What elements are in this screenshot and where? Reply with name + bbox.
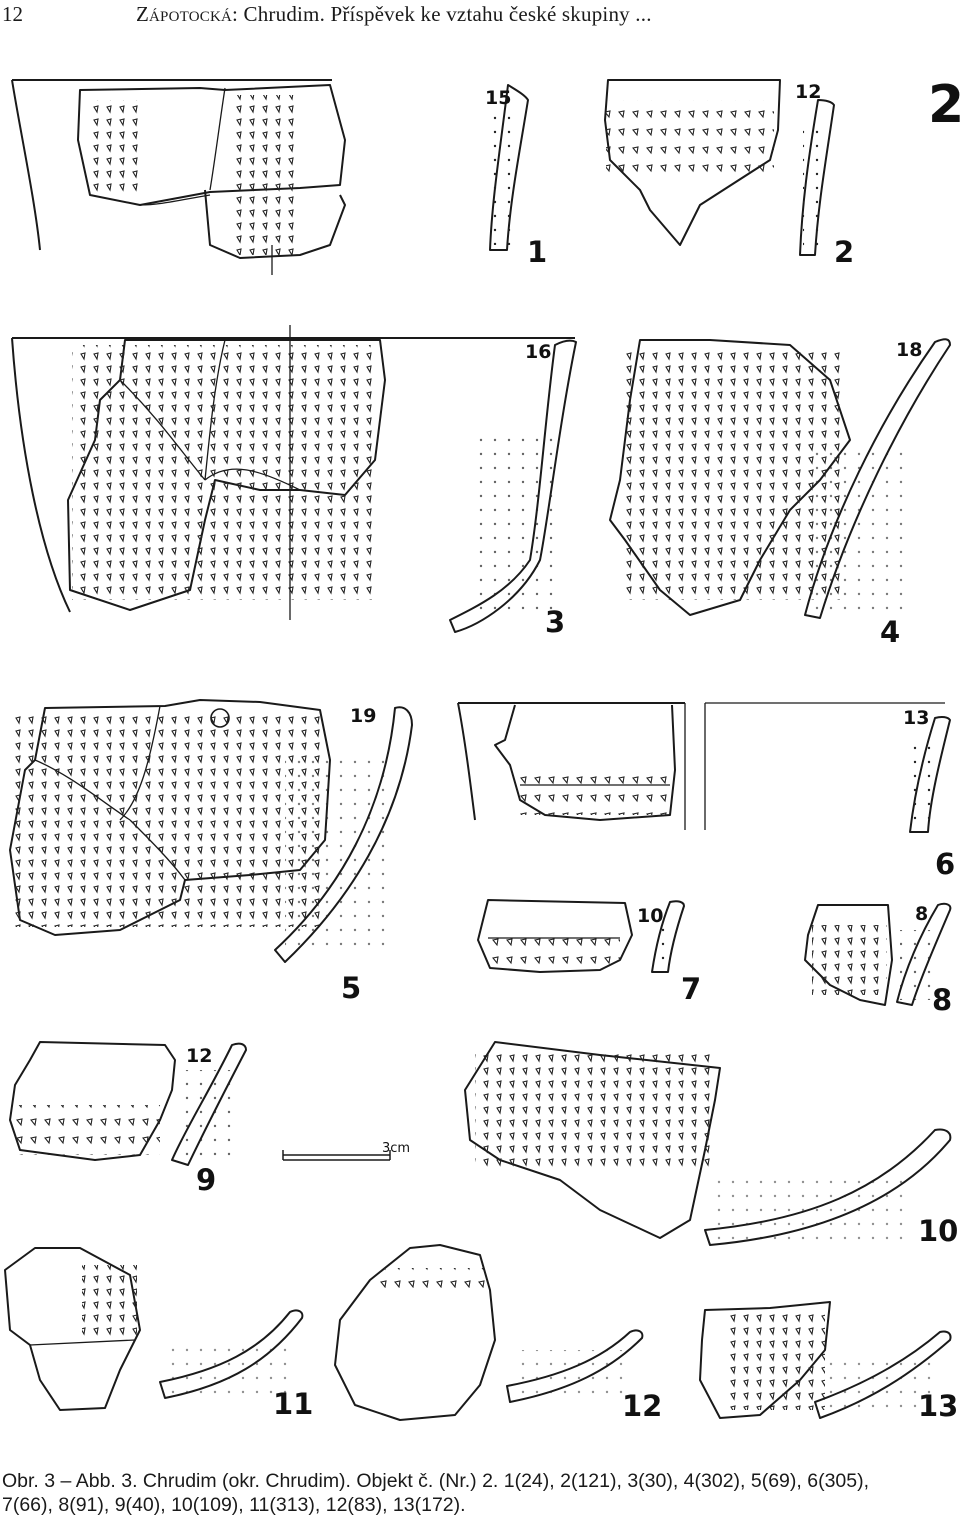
fig-6-profile-number: 13 bbox=[903, 707, 929, 729]
profile-6 bbox=[909, 715, 951, 833]
fragment-11 bbox=[4, 1247, 141, 1411]
fragment-3 bbox=[11, 325, 575, 620]
fig-5-label: 5 bbox=[341, 971, 361, 1005]
profile-4 bbox=[804, 338, 951, 619]
profile-8 bbox=[896, 902, 952, 1006]
fig-6-label: 6 bbox=[935, 847, 955, 881]
caption-line-1: Obr. 3 – Abb. 3. Chrudim (okr. Chrudim).… bbox=[2, 1470, 870, 1492]
fig-11-label: 11 bbox=[273, 1387, 313, 1421]
author-name: Zápotocká bbox=[136, 2, 233, 26]
fragment-9 bbox=[9, 1041, 176, 1161]
fig-13-label: 13 bbox=[918, 1389, 958, 1423]
fig-5-profile-number: 19 bbox=[350, 705, 376, 727]
fragment-4 bbox=[609, 339, 851, 616]
profile-9 bbox=[171, 1042, 247, 1166]
figure-caption: Obr. 3 – Abb. 3. Chrudim (okr. Chrudim).… bbox=[2, 1469, 958, 1517]
profile-13 bbox=[814, 1330, 952, 1419]
fig-4-label: 4 bbox=[880, 615, 900, 649]
fig-10-label: 10 bbox=[918, 1214, 958, 1248]
scale-bar bbox=[282, 1150, 391, 1161]
fragment-8 bbox=[804, 904, 893, 1006]
plate-drawing: 2 3cm 15 12 16 18 19 13 10 8 12 1 2 3 4 … bbox=[4, 75, 960, 1423]
profile-12 bbox=[506, 1329, 644, 1403]
fragment-6 bbox=[457, 702, 945, 830]
fig-8-profile-number: 8 bbox=[915, 903, 928, 925]
running-header: 12 Zápotocká: Chrudim. Příspěvek ke vzta… bbox=[0, 0, 960, 30]
profile-5 bbox=[274, 706, 413, 963]
fig-7-profile-number: 10 bbox=[637, 905, 663, 927]
fig-2-profile-number: 12 bbox=[795, 81, 821, 103]
fragment-13 bbox=[699, 1301, 831, 1419]
fragment-5 bbox=[9, 699, 331, 936]
fragment-12 bbox=[334, 1244, 496, 1421]
profile-1 bbox=[489, 84, 529, 251]
fig-3-label: 3 bbox=[545, 605, 565, 639]
fig-7-label: 7 bbox=[681, 972, 701, 1006]
fragment-7 bbox=[477, 899, 633, 973]
plate-number: 2 bbox=[928, 75, 960, 135]
fig-2-label: 2 bbox=[834, 235, 854, 269]
page-number: 12 bbox=[2, 2, 23, 26]
fragment-1 bbox=[11, 79, 346, 275]
profile-3 bbox=[449, 339, 577, 633]
scale-bar-label: 3cm bbox=[382, 1141, 410, 1156]
profile-10 bbox=[704, 1128, 952, 1246]
fig-8-label: 8 bbox=[932, 983, 952, 1017]
profile-2 bbox=[799, 99, 835, 256]
fig-1-profile-number: 15 bbox=[485, 87, 511, 109]
caption-line-2: 7(66), 8(91), 9(40), 10(109), 11(313), 1… bbox=[2, 1494, 466, 1516]
profile-11 bbox=[159, 1309, 304, 1399]
profile-7 bbox=[651, 900, 685, 973]
running-title-text: : Chrudim. Příspěvek ke vztahu české sku… bbox=[232, 2, 652, 26]
fig-4-profile-number: 18 bbox=[896, 339, 922, 361]
fig-9-label: 9 bbox=[196, 1163, 216, 1197]
fig-9-profile-number: 12 bbox=[186, 1045, 212, 1067]
fig-12-label: 12 bbox=[622, 1389, 662, 1423]
fig-3-profile-number: 16 bbox=[525, 341, 551, 363]
pottery-plate: 2 3cm 15 12 16 18 19 13 10 8 12 1 2 3 4 … bbox=[0, 60, 960, 1450]
fragment-2 bbox=[604, 79, 781, 246]
fig-1-label: 1 bbox=[527, 235, 547, 269]
running-title: Zápotocká: Chrudim. Příspěvek ke vztahu … bbox=[136, 2, 652, 27]
fragment-10 bbox=[464, 1041, 721, 1239]
